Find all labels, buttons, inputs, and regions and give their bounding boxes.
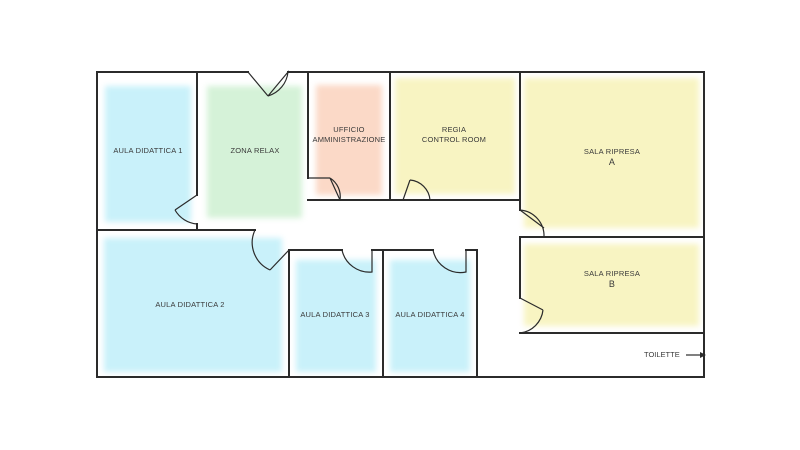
- toilette-sign: TOILETTE: [644, 350, 706, 359]
- room-label-text: AULA DIDATTICA 4: [395, 310, 465, 319]
- room-label-line-2: AMMINISTRAZIONE: [312, 135, 386, 144]
- arrow-right-icon: [685, 352, 706, 359]
- room-fill-aula-3: [296, 260, 376, 372]
- door-aula-3: [341, 249, 373, 273]
- door-aula-2: [251, 229, 290, 271]
- door-sala-a: [519, 209, 545, 238]
- toilette-label: TOILETTE: [644, 350, 680, 359]
- room-fills: [104, 78, 699, 372]
- room-label-line-1: REGIA: [441, 125, 467, 134]
- room-fill-sala-b: [524, 244, 699, 326]
- room-fill-aula-2: [104, 238, 282, 372]
- door-aula-4: [432, 249, 467, 274]
- door-sala-b: [519, 297, 544, 334]
- room-label-line-2: CONTROL ROOM: [421, 135, 487, 144]
- room-label-aula-2: AULA DIDATTICA 2: [155, 300, 224, 310]
- room-label-zona-relax: ZONA RELAX: [230, 146, 279, 156]
- room-label-regia: REGIA CONTROL ROOM: [422, 125, 486, 145]
- room-label-letter: B: [608, 279, 616, 289]
- room-label-text: AULA DIDATTICA 3: [300, 310, 370, 319]
- room-fill-aula-1: [105, 86, 191, 222]
- walls: [96, 71, 705, 378]
- room-fill-sala-a: [524, 78, 699, 228]
- room-fill-ufficio: [316, 85, 382, 195]
- room-fill-zona-relax: [207, 86, 302, 218]
- outer-wall-top-left: [96, 71, 705, 378]
- door-regia: [402, 179, 431, 201]
- room-label-ufficio: UFFICIO AMMINISTRAZIONE: [312, 125, 385, 145]
- room-label-text: AULA DIDATTICA 1: [113, 146, 183, 155]
- doors: [174, 70, 545, 334]
- door-ufficio: [308, 177, 341, 201]
- door-entrance: [247, 70, 289, 97]
- room-label-sala-b: SALA RIPRESA B: [584, 269, 640, 289]
- room-label-text: SALA RIPRESA: [583, 147, 641, 156]
- room-label-line-1: UFFICIO: [333, 125, 365, 134]
- door-aula-1: [174, 194, 198, 225]
- room-label-aula-3: AULA DIDATTICA 3: [300, 310, 369, 320]
- room-fill-regia: [395, 78, 515, 194]
- room-label-aula-1: AULA DIDATTICA 1: [113, 146, 182, 156]
- room-label-aula-4: AULA DIDATTICA 4: [395, 310, 464, 320]
- room-label-text: AULA DIDATTICA 2: [155, 300, 225, 309]
- room-label-letter: A: [608, 157, 616, 167]
- room-fill-aula-4: [390, 260, 470, 372]
- room-label-text: ZONA RELAX: [230, 146, 280, 155]
- room-label-text: SALA RIPRESA: [583, 269, 641, 278]
- room-label-sala-a: SALA RIPRESA A: [584, 147, 640, 167]
